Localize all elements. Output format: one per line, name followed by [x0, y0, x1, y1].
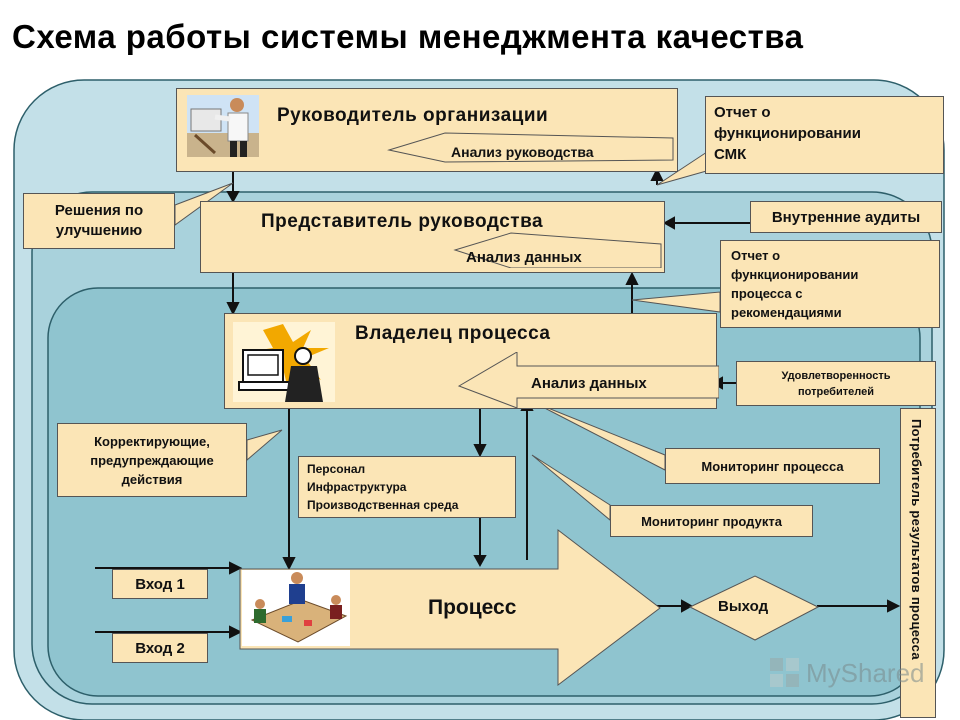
input-2-label: Вход 2 [135, 639, 185, 657]
management-review-arrow-shape [387, 132, 674, 163]
process-consumer-label: Потребитель результатов процесса [909, 419, 924, 660]
rep-analysis-label: Анализ данных [466, 249, 582, 266]
process-report-line-4: рекомендациями [731, 305, 842, 320]
management-representative-box: Представитель руководства Анализ данных [200, 201, 665, 273]
qms-report-line-2: функционировании [714, 125, 861, 142]
output-label: Выход [718, 598, 769, 615]
resource-infrastructure: Инфраструктура [307, 480, 407, 494]
input-1-label: Вход 1 [135, 575, 185, 593]
process-report-line-1: Отчет о [731, 248, 781, 263]
owner-analysis-label: Анализ данных [531, 375, 647, 392]
manager-icon [187, 95, 259, 157]
internal-audits-label: Внутренние аудиты [771, 208, 921, 226]
improvement-line-2: улучшению [55, 222, 143, 239]
improvement-line-1: Решения по [54, 202, 144, 219]
process-owner-box: Владелец процесса Анализ данных [224, 313, 719, 409]
corrective-line-2: предупреждающие [90, 452, 214, 468]
satisfaction-line-2: потребителей [798, 385, 874, 398]
page-title: Схема работы системы менеджмента качеств… [12, 18, 804, 55]
owner-analysis-arrow-shape [457, 352, 719, 408]
management-review-label: Анализ руководства [451, 144, 594, 160]
watermark-logo-icon [770, 658, 799, 687]
rep-analysis-arrow-shape [453, 232, 662, 268]
head-of-organization-box: Руководитель организации Анализ руководс… [176, 88, 678, 172]
corrective-actions-callout: Корректирующие, предупреждающие действия [57, 423, 247, 497]
process-arrow [239, 528, 661, 687]
process-consumer-box: Потребитель результатов процесса [900, 408, 936, 718]
process-owner-label: Владелец процесса [355, 323, 551, 344]
flow-arrows [95, 167, 901, 639]
corrective-line-3: действия [121, 471, 183, 487]
head-of-organization-label: Руководитель организации [277, 105, 549, 126]
process-report-callout: Отчет о функционировании процесса с реко… [720, 240, 940, 328]
product-monitoring-callout: Мониторинг продукта [610, 505, 813, 537]
qms-report-line-3: СМК [714, 146, 747, 163]
input-1-box: Вход 1 [112, 569, 208, 599]
resource-personnel: Персонал [307, 462, 366, 476]
improvement-decisions-callout: Решения по улучшению [23, 193, 175, 249]
watermark: MyShared [768, 656, 925, 690]
corrective-line-1: Корректирующие, [94, 433, 210, 449]
watermark-text: MyShared [806, 657, 925, 688]
computer-user-icon [233, 322, 335, 402]
output-diamond [688, 575, 820, 641]
process-monitoring-callout: Мониторинг процесса [665, 448, 880, 484]
qms-report-line-1: Отчет о [714, 104, 771, 121]
product-monitoring-label: Мониторинг продукта [641, 513, 782, 529]
process-people-illustration [242, 570, 350, 646]
qms-report-callout: Отчет о функционировании СМК [705, 96, 944, 174]
resource-work-environment: Производственная среда [307, 498, 459, 512]
process-report-line-3: процесса с [731, 286, 803, 301]
input-2-box: Вход 2 [112, 633, 208, 663]
process-report-line-2: функционировании [731, 267, 859, 282]
management-representative-label: Представитель руководства [261, 211, 544, 232]
process-label: Процесс [428, 596, 517, 619]
internal-audits-box: Внутренние аудиты [750, 201, 942, 233]
process-monitoring-label: Мониторинг процесса [701, 458, 844, 474]
customer-satisfaction-box: Удовлетворенность потребителей [736, 361, 936, 406]
satisfaction-line-1: Удовлетворенность [781, 369, 891, 382]
resources-box: Персонал Инфраструктура Производственная… [298, 456, 516, 518]
